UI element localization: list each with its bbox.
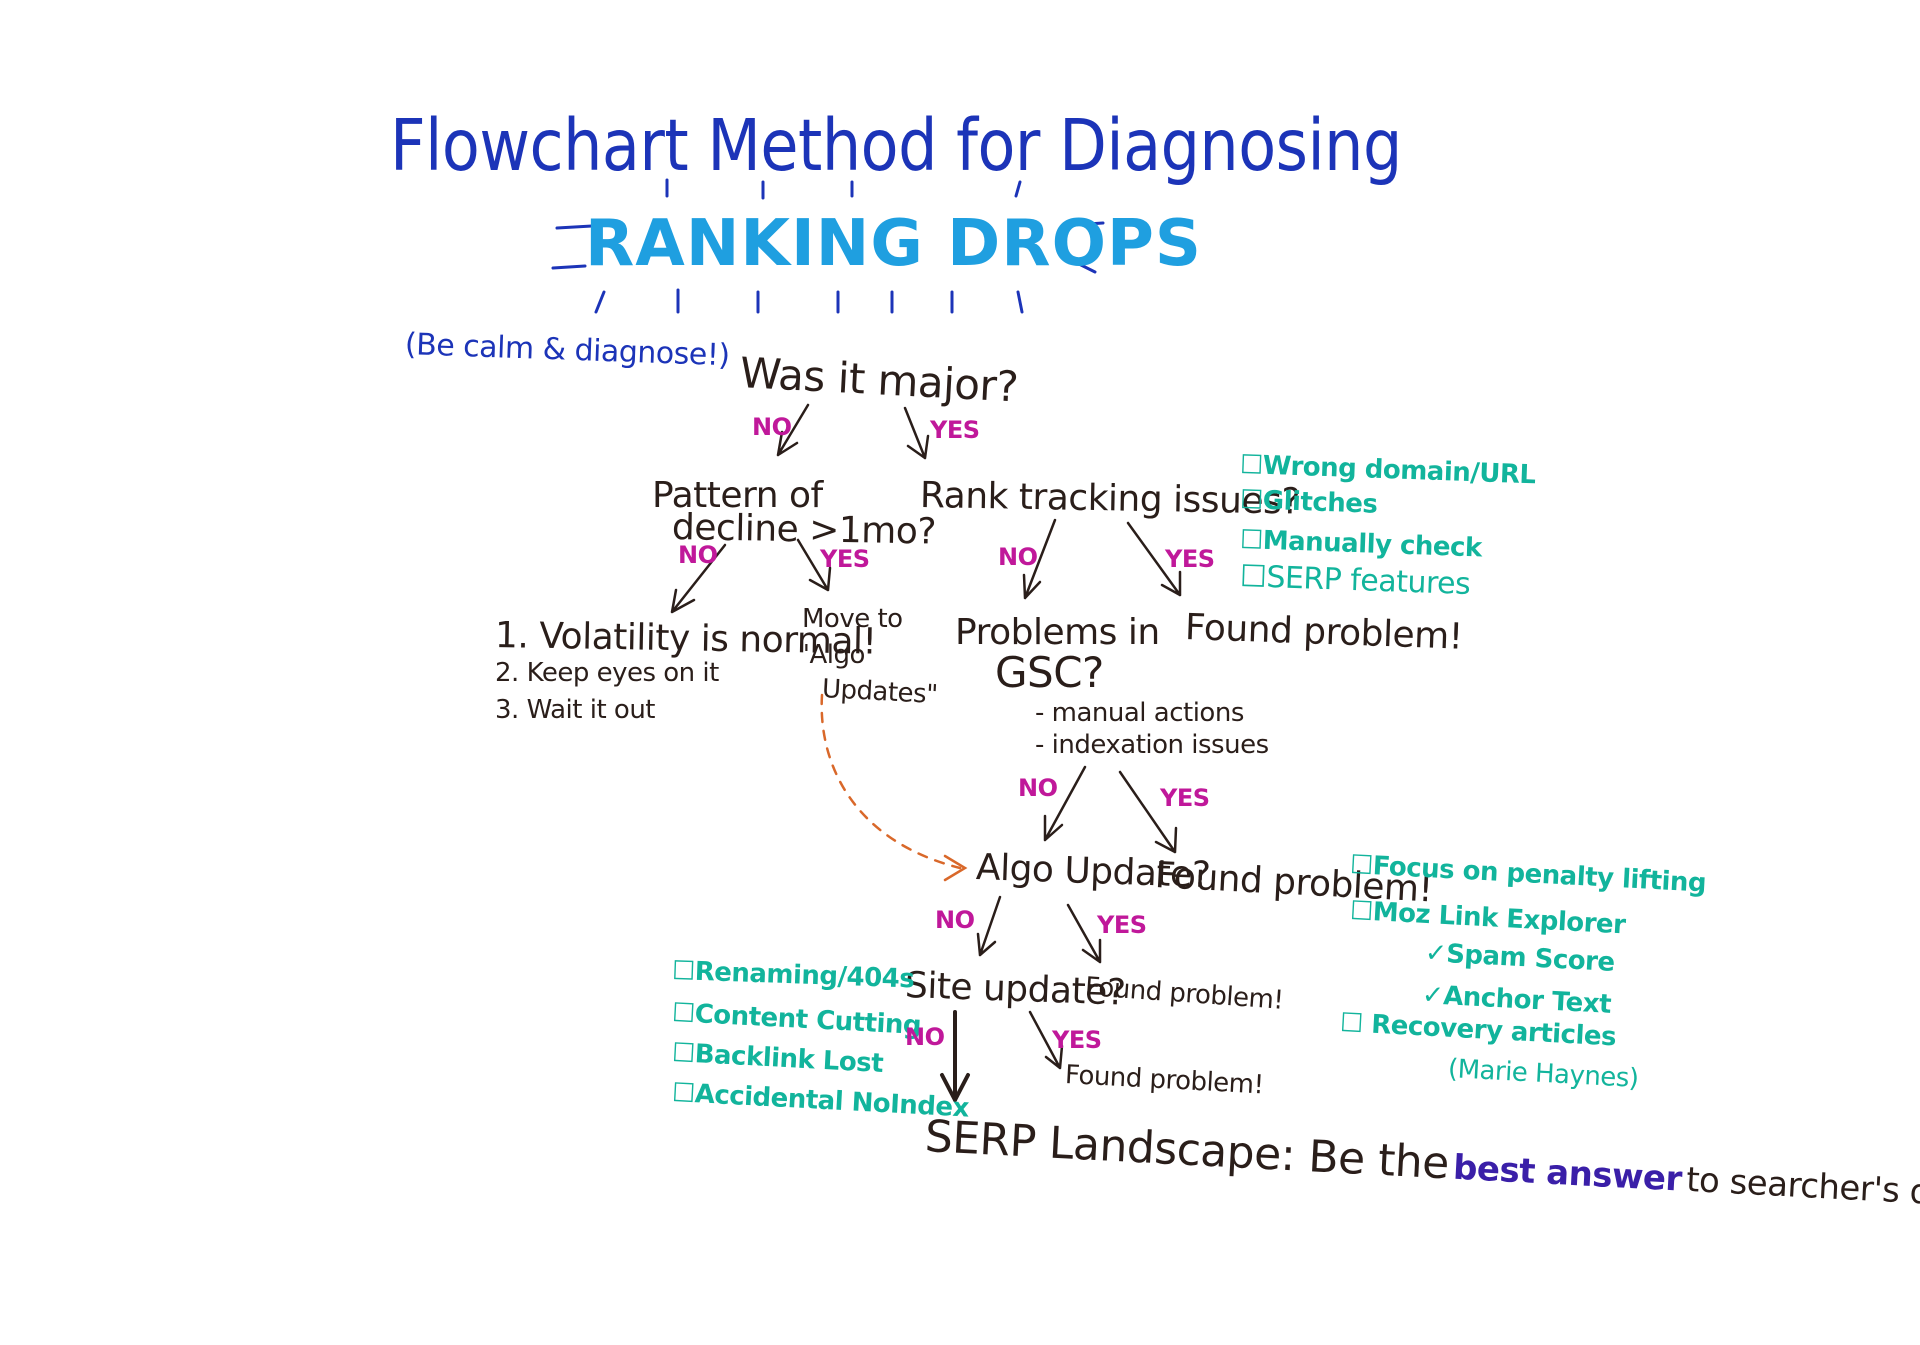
- arrow-algo-no: [976, 895, 1002, 957]
- arrow-site-no: [940, 1010, 970, 1102]
- arrow-major-yes: [903, 406, 930, 460]
- check-renaming: ☐Renaming/404s: [671, 956, 915, 995]
- node-found-problem-4: Found problem!: [1064, 1060, 1265, 1101]
- title-line2: RANKING DROPS: [585, 207, 1202, 281]
- serp-best-answer: best answer: [1452, 1147, 1683, 1200]
- node-problems-line2: GSC?: [995, 648, 1104, 697]
- check-content-cutting: ☐Content Cutting: [671, 998, 922, 1042]
- node-problems-line1: Problems in: [955, 612, 1160, 653]
- label-no: NO: [998, 543, 1038, 571]
- check-manually: ☐Manually check: [1239, 525, 1483, 564]
- check-serp-features: ☐SERP features: [1239, 559, 1471, 603]
- check-glitches: ☐Glitches: [1239, 485, 1378, 520]
- serp-suffix: to searcher's questions.: [1685, 1159, 1920, 1221]
- node-pattern-line1: Pattern of: [652, 475, 823, 516]
- volatility-item2: 2. Keep eyes on it: [495, 658, 719, 688]
- label-yes: YES: [1052, 1026, 1102, 1054]
- node-found-problem-1: Found problem!: [1184, 607, 1464, 658]
- label-no: NO: [1018, 774, 1058, 802]
- calm-note: (Be calm & diagnose!): [404, 327, 731, 374]
- check-moz-link: ☐Moz Link Explorer: [1349, 896, 1627, 941]
- node-move-to-line1: Move to: [802, 604, 903, 634]
- gsc-sub1: - manual actions: [1035, 698, 1244, 728]
- label-no: NO: [678, 541, 718, 569]
- label-yes: YES: [1165, 545, 1215, 573]
- node-move-to-line2: "Algo: [798, 640, 865, 670]
- label-yes: YES: [1097, 911, 1147, 939]
- check-anchor-text: ✓Anchor Text: [1421, 980, 1612, 1020]
- title-line1: Flowchart Method for Diagnosing: [390, 103, 1402, 188]
- check-accidental-noindex: ☐Accidental NoIndex: [671, 1078, 970, 1124]
- arrow-move-to-algo: [820, 693, 962, 870]
- label-yes: YES: [930, 416, 980, 444]
- check-marie-haynes: (Marie Haynes): [1447, 1054, 1640, 1094]
- serp-prefix: SERP Landscape: Be the: [923, 1111, 1451, 1190]
- gsc-sub2: - indexation issues: [1035, 730, 1269, 760]
- node-move-to-line3: Updates": [821, 674, 939, 711]
- label-no: NO: [935, 906, 975, 934]
- label-no: NO: [905, 1023, 945, 1051]
- label-no: NO: [752, 413, 792, 441]
- label-yes: YES: [1160, 784, 1210, 812]
- check-backlink-lost: ☐Backlink Lost: [671, 1038, 884, 1080]
- serp-landscape-line: SERP Landscape: Be the best answer to se…: [924, 1111, 1920, 1221]
- node-was-it-major: Was it major?: [738, 348, 1020, 412]
- label-yes: YES: [820, 545, 870, 573]
- check-spam-score: ✓Spam Score: [1424, 938, 1616, 978]
- volatility-item3: 3. Wait it out: [495, 695, 656, 725]
- arrow-algo-yes: [1066, 903, 1102, 964]
